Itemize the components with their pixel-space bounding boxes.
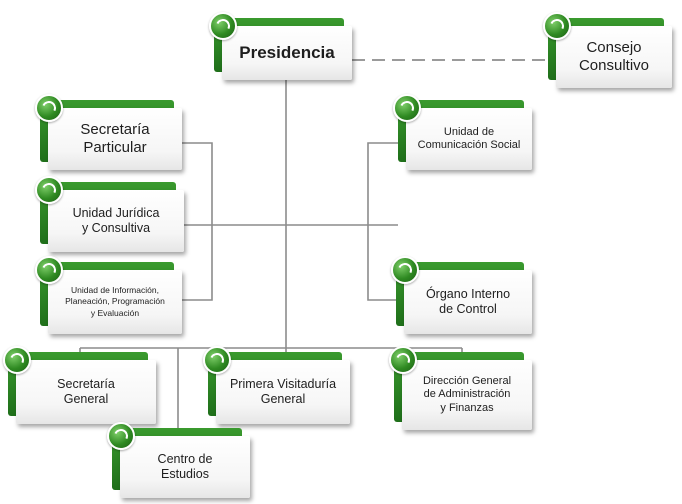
- node-centro-estudios-label: Centro de Estudios: [157, 451, 213, 481]
- node-primera-visitaduria[interactable]: Primera Visitaduría General: [203, 346, 350, 424]
- node-secretaria-general[interactable]: Secretaría General: [3, 346, 156, 424]
- node-secretaria-general-label: Secretaría General: [57, 376, 115, 406]
- node-unidad-informacion-label: Unidad de Información, Planeación, Progr…: [65, 284, 165, 318]
- connector-left-bracket: [182, 142, 213, 301]
- green-badge-icon: [391, 256, 419, 284]
- green-badge-icon: [209, 12, 237, 40]
- green-badge-icon: [35, 94, 63, 122]
- green-badge-icon: [389, 346, 417, 374]
- node-primera-visitaduria-label: Primera Visitaduría General: [229, 376, 337, 406]
- node-unidad-juridica-label: Unidad Jurídica y Consultiva: [72, 205, 160, 235]
- node-presidencia[interactable]: Presidencia: [209, 12, 352, 80]
- node-unidad-comunicacion-label: Unidad de Comunicación Social: [417, 125, 521, 151]
- node-organo-interno[interactable]: Órgano Interno de Control: [391, 256, 532, 334]
- node-direccion-general-label: Dirección General de Administración y Fi…: [422, 374, 512, 414]
- node-unidad-juridica[interactable]: Unidad Jurídica y Consultiva: [35, 176, 184, 252]
- node-centro-estudios[interactable]: Centro de Estudios: [107, 422, 250, 498]
- green-badge-icon: [393, 94, 421, 122]
- node-consejo-consultivo-label: Consejo Consultivo: [578, 38, 650, 74]
- green-badge-icon: [35, 176, 63, 204]
- node-presidencia-label: Presidencia: [239, 42, 335, 62]
- green-badge-icon: [107, 422, 135, 450]
- node-direccion-general[interactable]: Dirección General de Administración y Fi…: [389, 346, 532, 430]
- green-badge-icon: [203, 346, 231, 374]
- node-unidad-comunicacion[interactable]: Unidad de Comunicación Social: [393, 94, 532, 170]
- node-secretaria-particular[interactable]: Secretaría Particular: [35, 94, 182, 170]
- green-badge-icon: [3, 346, 31, 374]
- connector-right-bracket: [367, 142, 400, 301]
- green-badge-icon: [543, 12, 571, 40]
- green-badge-icon: [35, 256, 63, 284]
- node-secretaria-particular-label: Secretaría Particular: [80, 120, 150, 156]
- node-unidad-informacion[interactable]: Unidad de Información, Planeación, Progr…: [35, 256, 182, 334]
- node-organo-interno-label: Órgano Interno de Control: [425, 286, 511, 316]
- node-consejo-consultivo[interactable]: Consejo Consultivo: [543, 12, 672, 88]
